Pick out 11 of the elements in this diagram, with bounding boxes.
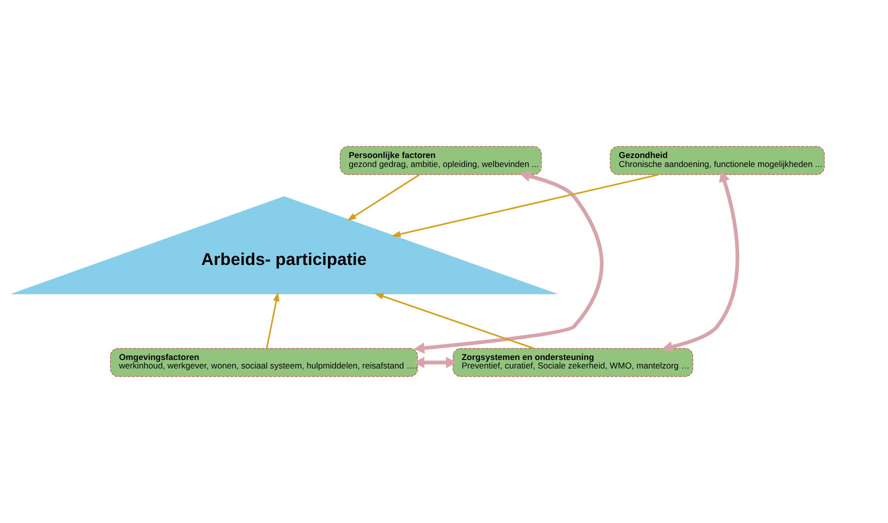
arrow bbox=[414, 170, 604, 354]
node-box: Persoonlijke factoren gezond gedrag, ambitie, opleiding, welbevinden ... bbox=[340, 146, 542, 175]
arrow bbox=[662, 170, 740, 352]
arrow bbox=[414, 356, 457, 368]
arrow bbox=[346, 174, 420, 221]
arrow bbox=[266, 292, 280, 348]
arrow bbox=[374, 293, 534, 350]
arrow bbox=[391, 174, 659, 238]
node-box: Zorgsystemen en ondersteuning Preventief, curatief, Sociale zekerheid, WMO, mantelzorg … bbox=[452, 348, 694, 377]
node-box: Omgevingsfactoren werkinhoud, werkgever, wonen, sociaal systeem, hulpmiddelen, reisafstand …. bbox=[110, 348, 418, 377]
node-box: Gezondheid Chronische aandoening, functionele mogelijkheden ... bbox=[610, 146, 825, 175]
